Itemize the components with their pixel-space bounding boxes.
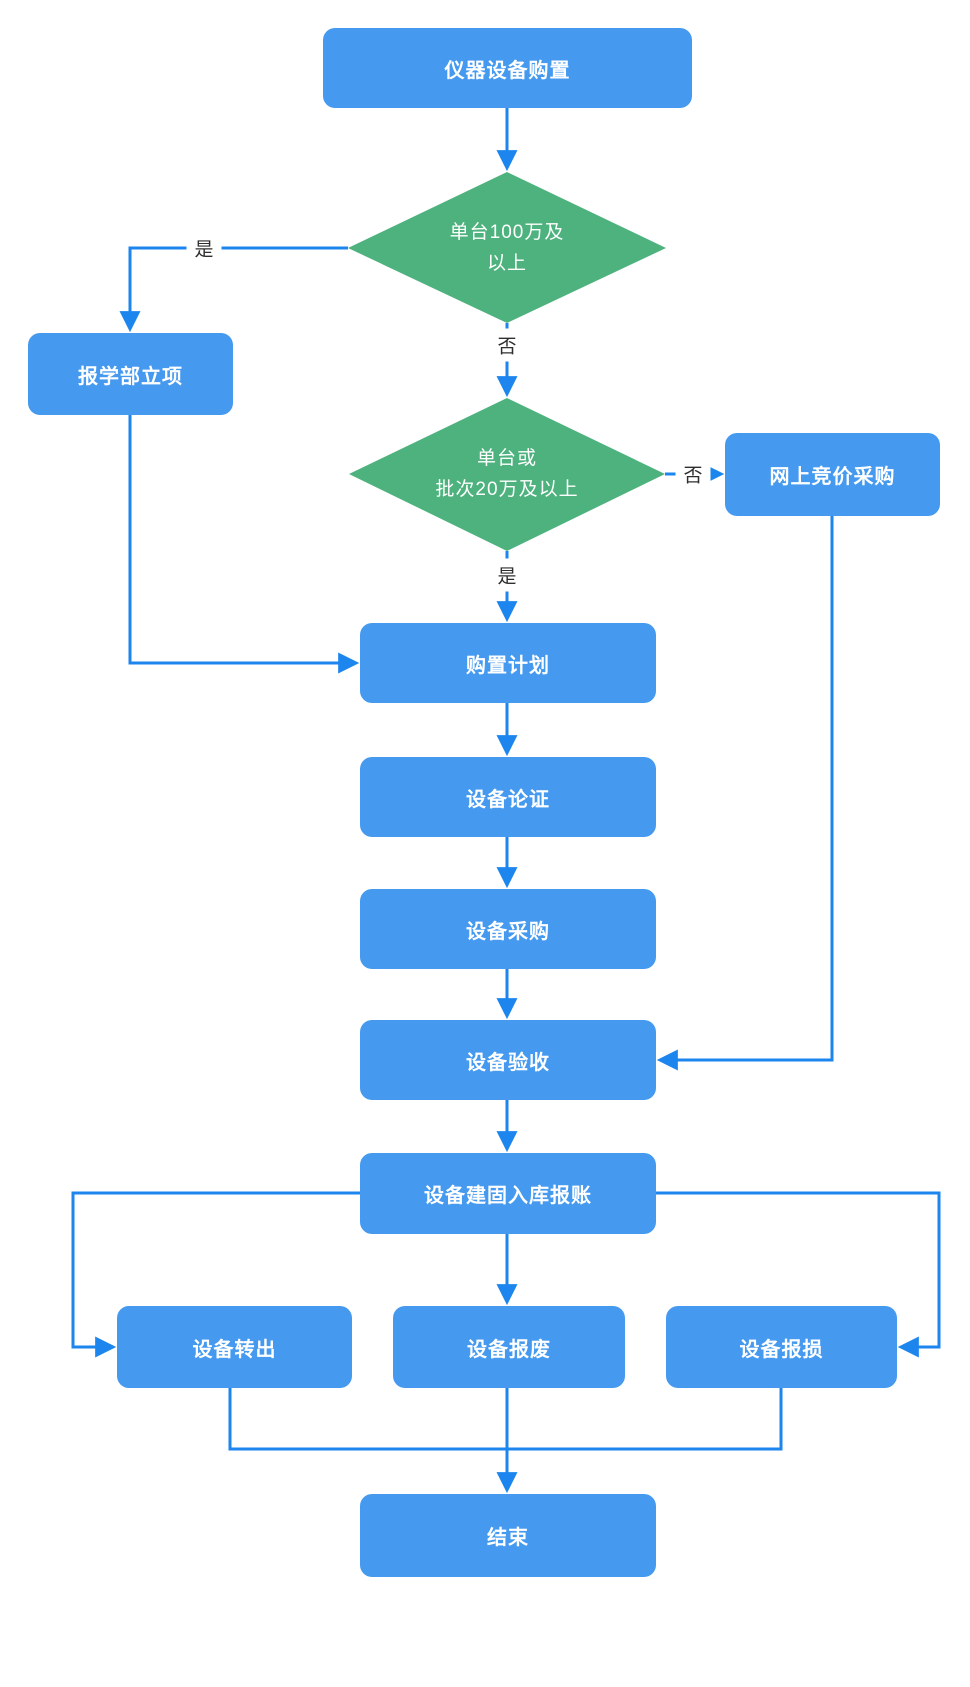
node-report-division-project: 报学部立项 (28, 333, 233, 415)
node-equipment-demonstration: 设备论证 (360, 757, 656, 837)
decision-over-200k-shape (349, 398, 665, 551)
node-online-bidding-purchase: 网上竞价采购 (725, 433, 940, 516)
edge-transfer-to-merge (228, 1388, 507, 1451)
edge-register-to-transfer (71, 1191, 360, 1358)
node-equipment-scrap: 设备报废 (393, 1306, 625, 1388)
node-equipment-acceptance-label: 设备验收 (466, 1051, 550, 1074)
node-instrument-purchase-label: 仪器设备购置 (444, 59, 571, 82)
edge-register-to-damage (656, 1191, 941, 1358)
node-purchase-plan: 购置计划 (360, 623, 656, 703)
decision-over-1m-shape (348, 172, 666, 323)
node-equipment-demonstration-label: 设备论证 (466, 788, 550, 811)
decision-over-1m-label: 单台100万及 以上 (450, 217, 565, 279)
decision-over-1m-label-line1: 单台100万及 (449, 222, 565, 243)
node-online-bidding-purchase-label: 网上竞价采购 (769, 466, 896, 488)
node-purchase-plan-label: 购置计划 (466, 654, 550, 677)
decision-over-200k-label-line2: 批次20万及以上 (435, 479, 579, 500)
node-equipment-scrap-label: 设备报废 (467, 1338, 551, 1361)
edge-label-decision2-yes: 是 (489, 558, 525, 592)
edge-damage-to-merge (507, 1388, 783, 1451)
edge-label-decision1-no: 否 (489, 328, 525, 362)
node-asset-registration-reimbursement-label: 设备建固入库报账 (424, 1185, 592, 1207)
node-equipment-damage: 设备报损 (666, 1306, 897, 1388)
node-asset-registration-reimbursement: 设备建固入库报账 (360, 1153, 656, 1234)
edge-report-to-plan (128, 415, 360, 674)
node-equipment-transfer: 设备转出 (117, 1306, 352, 1388)
node-end-label: 结束 (487, 1527, 529, 1549)
edge-label-decision1-yes: 是 (186, 231, 222, 265)
node-report-division-project-label: 报学部立项 (78, 365, 183, 388)
node-equipment-procurement: 设备采购 (360, 889, 656, 969)
node-equipment-transfer-label: 设备转出 (192, 1338, 277, 1361)
decision-over-200k-label: 单台或 批次20万及以上 (435, 443, 578, 505)
node-end: 结束 (360, 1494, 656, 1577)
node-equipment-procurement-label: 设备采购 (466, 920, 550, 943)
node-instrument-purchase: 仪器设备购置 (323, 28, 692, 108)
decision-over-1m-label-line2: 以上 (486, 253, 528, 274)
decision-over-200k-label-line1: 单台或 (476, 448, 538, 469)
edge-label-decision2-no: 否 (675, 457, 711, 491)
edge-bidding-to-accept (656, 516, 834, 1071)
edge-decision1-yes-to-report (119, 246, 348, 333)
node-equipment-damage-label: 设备报损 (739, 1338, 824, 1361)
node-equipment-acceptance: 设备验收 (360, 1020, 656, 1100)
